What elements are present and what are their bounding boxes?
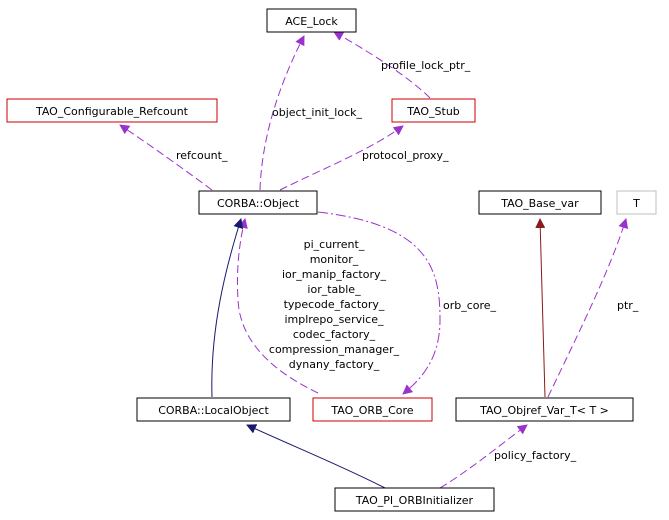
edge-initializer-inherits-localobject: [246, 424, 386, 489]
label-orb-core: orb_core_: [443, 299, 497, 312]
node-tao-pi-orbinitializer[interactable]: TAO_PI_ORBInitializer: [334, 487, 495, 512]
member-label: implrepo_service_: [285, 313, 384, 326]
label-refcount: refcount_: [176, 149, 228, 162]
edge-policy-factory: [439, 424, 528, 489]
label-orb-core-members: pi_current_ monitor_ ior_manip_factory_ …: [269, 238, 400, 371]
edge-object-init-lock: [259, 35, 305, 191]
node-label: TAO_Objref_Var_T< T >: [479, 404, 609, 417]
label-protocol-proxy: protocol_proxy_: [362, 149, 449, 162]
member-label: typecode_factory_: [284, 298, 385, 311]
node-tao-configurable-refcount[interactable]: TAO_Configurable_Refcount: [6, 98, 218, 123]
edge-refcount: [119, 124, 213, 191]
edge-objrefvar-inherits-basevar: [535, 218, 546, 398]
edge-orb-core: [317, 211, 441, 395]
node-tao-orb-core[interactable]: TAO_ORB_Core: [312, 397, 433, 422]
edge-localobject-inherits-object: [211, 218, 244, 398]
node-label: TAO_Base_var: [500, 197, 579, 210]
label-ptr: ptr_: [617, 299, 639, 312]
edge-ptr: [547, 218, 629, 398]
label-object-init-lock: object_init_lock_: [272, 106, 362, 119]
label-profile-lock-ptr: profile_lock_ptr_: [381, 59, 471, 72]
node-label: T: [632, 197, 640, 210]
node-tao-base-var[interactable]: TAO_Base_var: [478, 190, 602, 215]
member-label: codec_factory_: [293, 328, 376, 341]
node-label: TAO_Stub: [406, 105, 460, 118]
node-label: TAO_PI_ORBInitializer: [355, 494, 474, 507]
node-corba-localobject[interactable]: CORBA::LocalObject: [136, 397, 291, 422]
label-policy-factory: policy_factory_: [494, 449, 577, 462]
node-t[interactable]: T: [616, 190, 657, 215]
member-label: dynany_factory_: [289, 358, 380, 371]
node-ace-lock[interactable]: ACE_Lock: [266, 8, 357, 33]
node-label: ACE_Lock: [285, 15, 338, 28]
node-label: CORBA::LocalObject: [158, 404, 269, 417]
member-label: compression_manager_: [269, 343, 400, 356]
edge-profile-lock-ptr: [333, 31, 431, 99]
member-label: ior_manip_factory_: [282, 268, 387, 281]
node-corba-object[interactable]: CORBA::Object: [198, 190, 318, 215]
edge-orb-core-members: [236, 218, 319, 394]
member-label: pi_current_: [304, 238, 365, 251]
member-label: ior_table_: [307, 283, 361, 296]
node-tao-objref-var-t[interactable]: TAO_Objref_Var_T< T >: [455, 397, 634, 422]
node-label: TAO_ORB_Core: [330, 404, 413, 417]
member-label: monitor_: [310, 253, 359, 266]
edge-protocol-proxy: [279, 125, 404, 191]
node-label: CORBA::Object: [217, 197, 300, 210]
node-tao-stub[interactable]: TAO_Stub: [391, 98, 476, 123]
node-label: TAO_Configurable_Refcount: [35, 105, 189, 118]
